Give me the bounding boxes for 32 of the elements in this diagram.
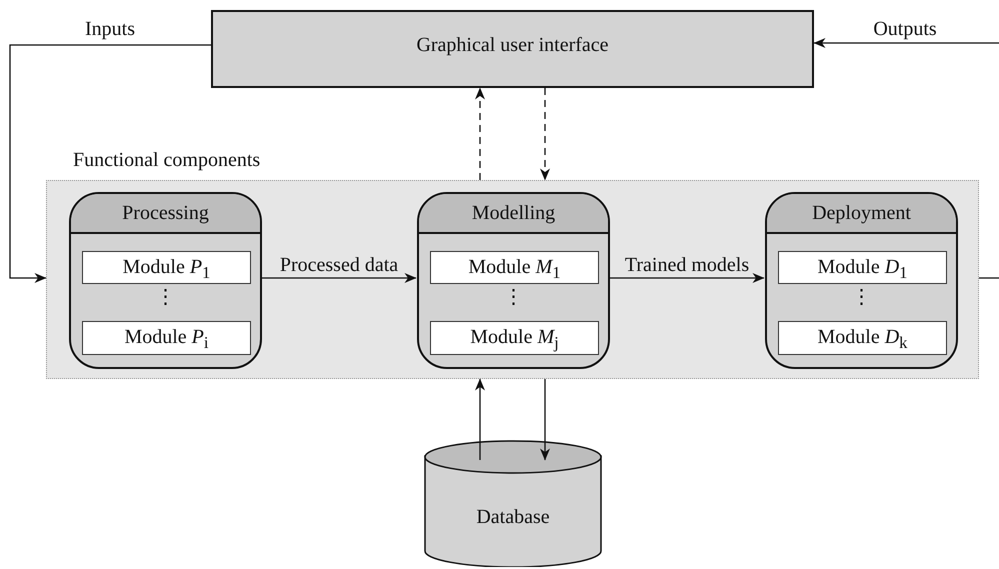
component-header: Deployment	[767, 194, 956, 234]
ellipsis-mark: ⋮	[850, 286, 872, 308]
box-title: Graphical user interface	[415, 34, 610, 57]
arrow	[475, 88, 485, 180]
component-box	[69, 192, 262, 369]
arrow	[540, 379, 550, 460]
arrow	[814, 38, 999, 279]
module-box: Module P$_{i}$	[82, 321, 251, 355]
module-box: Module D$_{k}$	[778, 321, 947, 355]
group-title: Functional components	[73, 149, 260, 172]
arrow	[540, 88, 550, 180]
database-cylinder	[424, 440, 602, 567]
module-box: Module P$_{1}$	[82, 251, 251, 284]
edge-label: Outputs	[872, 17, 938, 42]
component-box	[417, 192, 610, 369]
component-header: Modelling	[419, 194, 608, 234]
ellipsis-mark: ⋮	[154, 286, 176, 308]
arrow	[475, 378, 485, 460]
ellipsis-mark: ⋮	[502, 286, 524, 308]
component-box	[765, 192, 958, 369]
edge-label: Trained models	[624, 253, 750, 278]
module-box: Module D$_{1}$	[778, 251, 947, 284]
component-header: Processing	[71, 194, 260, 234]
arrow	[261, 273, 416, 283]
module-box: Module M$_{j}$	[430, 321, 599, 355]
module-box: Module M$_{1}$	[430, 251, 599, 284]
arrow	[9, 44, 211, 283]
database-label: Database	[475, 506, 551, 529]
edge-label: Inputs	[84, 17, 136, 42]
interface-box	[211, 10, 814, 88]
arrow	[609, 273, 764, 283]
edge-label: Processed data	[278, 253, 400, 278]
